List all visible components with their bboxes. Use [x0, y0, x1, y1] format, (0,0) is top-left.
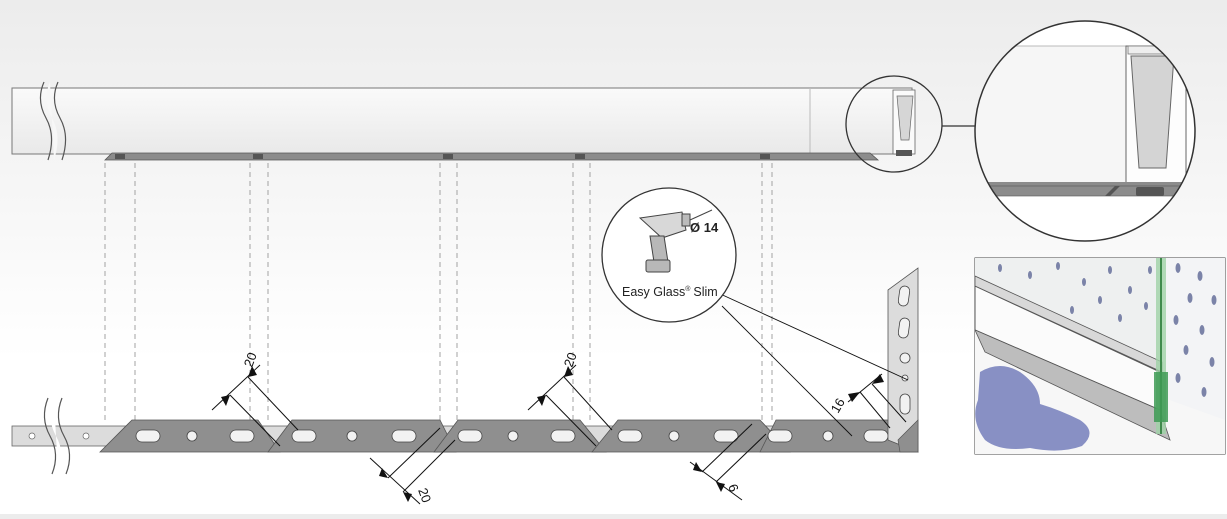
- rail-break-right: [57, 397, 71, 475]
- drill-diameter: Ø 14: [690, 220, 719, 235]
- small-clamp: [892, 89, 916, 156]
- water-puddle: [975, 366, 1090, 451]
- break-mark-right: [53, 81, 67, 161]
- glass-profile: [11, 87, 913, 155]
- rail-plan-view: [11, 267, 919, 475]
- rail-clips: [115, 154, 770, 159]
- dim-label-lower: 20: [415, 486, 434, 505]
- dim-label-edge: 16: [828, 395, 848, 415]
- rail-break-left: [43, 397, 57, 475]
- plate-holes: [135, 429, 889, 443]
- dim-label-upper-right: 20: [561, 350, 580, 369]
- drill-leader-1: [715, 291, 909, 381]
- base-rail-top: [104, 152, 880, 161]
- break-mark-left: [39, 81, 53, 161]
- product-name: Easy Glass®Slim: [622, 285, 718, 299]
- guide-lines: [104, 163, 773, 420]
- plate-4: [591, 419, 791, 453]
- plate-2: [267, 419, 457, 453]
- rain-photo-inset: [974, 257, 1226, 455]
- zoom-circle-border: [974, 20, 1196, 242]
- registered-mark: ®: [685, 285, 691, 293]
- corner-joint: [897, 419, 919, 453]
- rain-drops: [998, 262, 1217, 429]
- mounting-plates: [99, 419, 919, 453]
- dim-label-upper-left: 20: [241, 350, 260, 369]
- zoom-detail: [974, 20, 1196, 242]
- corner-rail-holes: [897, 285, 911, 415]
- plate-3: [433, 419, 607, 453]
- drill-leader-2: [721, 305, 853, 437]
- drill-callout-circle: [601, 187, 737, 323]
- profile-side-view: [11, 81, 913, 161]
- detail-marker-circle: [845, 75, 943, 173]
- drill-icon: [638, 209, 713, 273]
- drill-callout: Ø 14 Easy Glass®Slim: [601, 187, 737, 323]
- dimension-arrows: [221, 366, 884, 502]
- thin-rail-holes: [28, 432, 90, 440]
- dim-label-clearance: 6: [725, 482, 742, 494]
